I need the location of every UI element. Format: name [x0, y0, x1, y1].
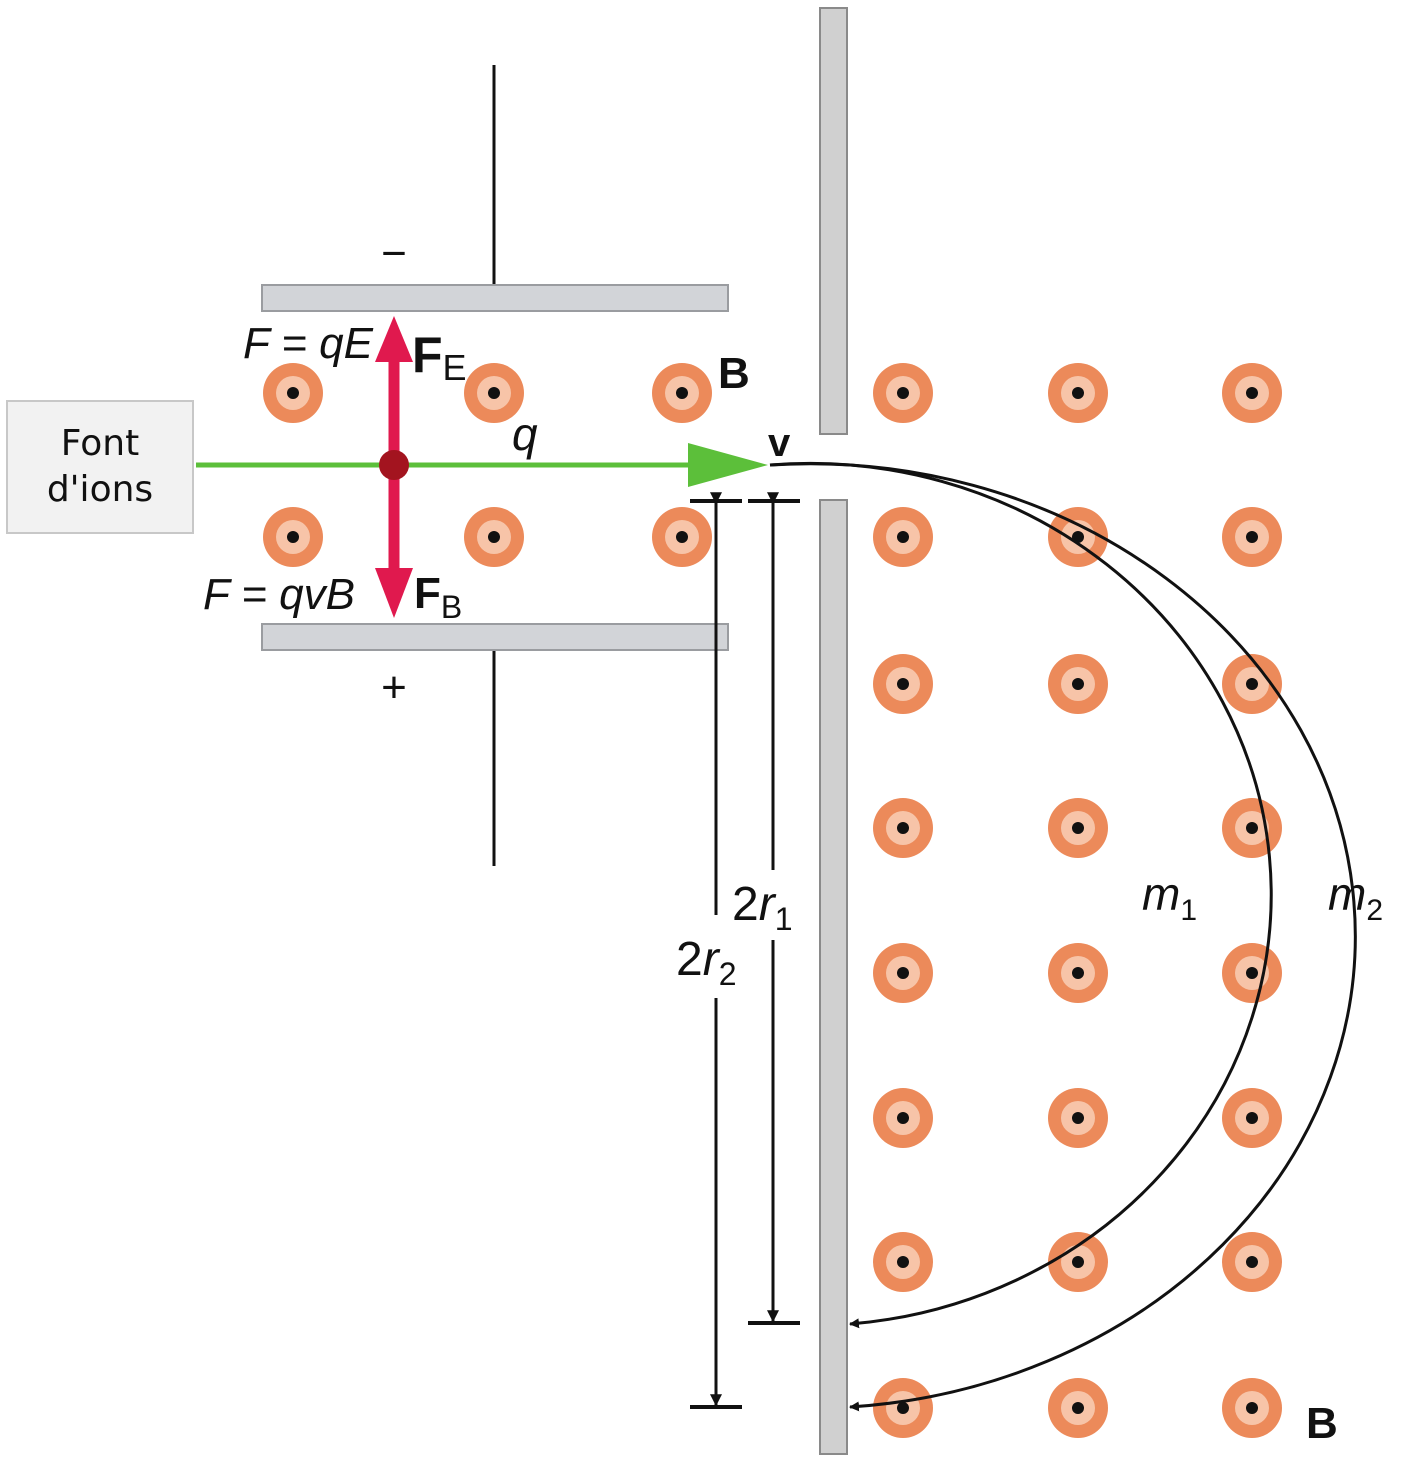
negative-sign: − — [381, 229, 407, 278]
ion-source-label: Font d'ions — [46, 423, 154, 510]
ion-charge — [379, 450, 409, 480]
field-symbol-dot — [1072, 1112, 1084, 1124]
negative-plate — [261, 284, 729, 312]
field-symbol-dot — [1072, 1402, 1084, 1414]
field-symbol-dot — [287, 387, 299, 399]
electric-force-arrowhead — [375, 316, 413, 362]
magnetic-field-symbols — [263, 363, 1282, 1438]
field-symbol-dot — [897, 822, 909, 834]
field-symbol-dot — [1246, 822, 1258, 834]
field-symbol-dot — [897, 678, 909, 690]
mass-m1-label: m1 — [1142, 868, 1197, 927]
field-symbol-dot — [1072, 387, 1084, 399]
field-symbol-dot — [1072, 822, 1084, 834]
electric-force-equation: F = qE — [243, 319, 374, 368]
field-symbol-dot — [1072, 678, 1084, 690]
field-label-bottom: B — [1306, 1399, 1338, 1448]
detector-wall-upper — [819, 7, 848, 435]
velocity-arrowhead — [688, 443, 768, 487]
field-symbol-dot — [897, 1112, 909, 1124]
field-symbol-dot — [897, 531, 909, 543]
field-symbol-dot — [1246, 1256, 1258, 1268]
field-symbol-dot — [897, 387, 909, 399]
positive-sign: + — [381, 663, 407, 712]
trajectory-m2 — [769, 462, 1357, 1412]
magnetic-force-equation: F = qvB — [203, 570, 355, 619]
ion-source-box: Font d'ions — [6, 400, 194, 534]
velocity-label: v — [768, 421, 791, 465]
field-symbol-dot — [897, 967, 909, 979]
field-symbol-dot — [1246, 387, 1258, 399]
diameter-r1-label: 2r1 — [732, 878, 792, 937]
field-symbol-dot — [676, 531, 688, 543]
field-symbol-dot — [897, 1256, 909, 1268]
positive-plate — [261, 623, 729, 651]
field-symbol-dot — [1246, 678, 1258, 690]
charge-label: q — [512, 408, 538, 460]
field-symbol-dot — [1072, 967, 1084, 979]
field-symbol-dot — [897, 1402, 909, 1414]
field-symbol-dot — [1246, 1402, 1258, 1414]
diameter-r2-label: 2r2 — [676, 933, 736, 992]
field-symbol-dot — [488, 531, 500, 543]
mass-m2-label: m2 — [1328, 868, 1383, 927]
electric-force-label: FE — [412, 327, 467, 388]
field-label-top: B — [718, 349, 750, 398]
field-symbol-dot — [1246, 967, 1258, 979]
field-symbol-dot — [676, 387, 688, 399]
field-symbol-dot — [287, 531, 299, 543]
magnetic-force-label: FB — [414, 569, 462, 625]
detector-wall-lower — [819, 499, 848, 1455]
trajectory-m1 — [769, 461, 1273, 1329]
field-symbol-dot — [1246, 1112, 1258, 1124]
field-symbol-dot — [488, 387, 500, 399]
field-symbol-dot — [1246, 531, 1258, 543]
magnetic-force-arrowhead — [375, 568, 413, 618]
field-symbol-dot — [1072, 1256, 1084, 1268]
